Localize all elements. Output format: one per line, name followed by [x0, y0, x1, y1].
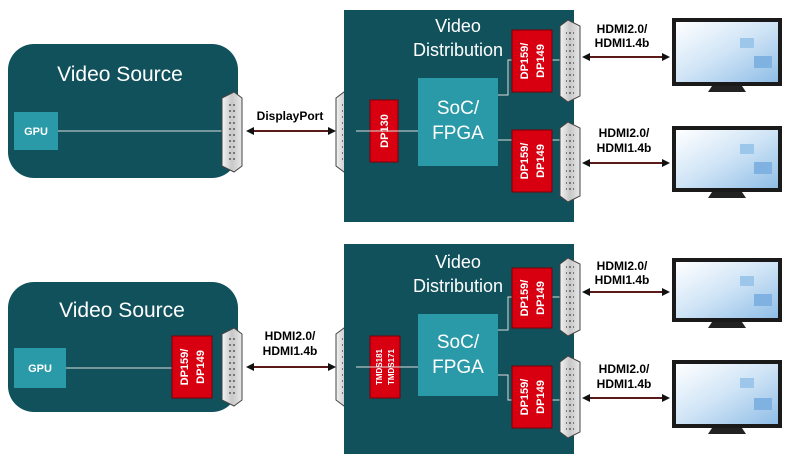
- output-connector-4-icon: [559, 355, 581, 439]
- output-3-label-line2: HDMI1.4b: [595, 273, 650, 287]
- output-chip-4: [511, 365, 553, 429]
- gpu-chip: [14, 112, 58, 150]
- output-2-label-line1: HDMI2.0/: [599, 126, 650, 140]
- soc-2-line1: SoC/: [437, 332, 480, 353]
- output-chip-3-line2: DP149: [535, 281, 547, 315]
- output-chip-2-line2: DP149: [535, 144, 547, 178]
- diagram-top: Video Source GPU DisplayPort Video Distr…: [8, 10, 782, 222]
- soc-2-line2: FPGA: [432, 357, 484, 378]
- gpu-label: GPU: [24, 126, 48, 138]
- soc-label-line1: SoC/: [437, 98, 480, 119]
- monitor-2-icon: [672, 126, 782, 198]
- video-source-title-2: Video Source: [59, 299, 185, 322]
- distribution-title-2-line2: Distribution: [413, 276, 503, 296]
- monitor-1-icon: [672, 18, 782, 92]
- gpu-label-2: GPU: [28, 363, 52, 375]
- output-chip-2-line1: DP159/: [519, 143, 531, 180]
- output-chip-3: [511, 267, 553, 329]
- link-label-2-line1: HDMI2.0/: [265, 329, 316, 343]
- distribution-title-line1: Video: [435, 16, 481, 36]
- output-chip-3-line1: DP159/: [519, 280, 531, 317]
- monitor-4-icon: [672, 360, 782, 434]
- link-label: DisplayPort: [257, 109, 324, 123]
- output-3-label-line1: HDMI2.0/: [597, 259, 648, 273]
- output-4-label-line2: HDMI1.4b: [597, 377, 652, 391]
- source-connector-2-icon: [221, 327, 243, 407]
- video-source-title: Video Source: [57, 63, 183, 86]
- source-retimer-line1: DP159/: [179, 349, 191, 386]
- output-chip-4-line1: DP159/: [519, 379, 531, 416]
- source-retimer-chip: [171, 335, 213, 399]
- gpu-chip-2: [14, 348, 66, 388]
- output-2-label-line2: HDMI1.4b: [597, 141, 652, 155]
- output-chip-1-line1: DP159/: [519, 43, 531, 80]
- soc-label-line2: FPGA: [432, 123, 484, 144]
- source-retimer-line2: DP149: [195, 350, 207, 384]
- soc-fpga-block-2: [418, 314, 498, 396]
- output-chip-2: [511, 129, 553, 193]
- output-chip-4-line2: DP149: [535, 380, 547, 414]
- soc-fpga-block: [418, 78, 498, 166]
- diagram-bottom: Video Source GPU DP159/ DP149 HDMI2.0/ H…: [8, 244, 782, 454]
- video-source-box: [8, 44, 238, 178]
- output-connector-3-icon: [559, 257, 581, 337]
- output-1-label-line2: HDMI1.4b: [595, 36, 650, 50]
- output-4-label-line1: HDMI2.0/: [599, 362, 650, 376]
- distribution-title-2-line1: Video: [435, 252, 481, 272]
- output-connector-1-icon: [559, 19, 581, 103]
- output-1-label-line1: HDMI2.0/: [597, 22, 648, 36]
- link-label-2-line2: HDMI1.4b: [263, 344, 318, 358]
- source-connector-icon: [221, 91, 243, 173]
- output-connector-2-icon: [559, 121, 581, 203]
- distribution-title-line2: Distribution: [413, 40, 503, 60]
- output-chip-1-line2: DP149: [535, 44, 547, 78]
- output-chip-1: [511, 29, 553, 93]
- monitor-3-icon: [672, 258, 782, 328]
- soc-to-out1-line: [498, 59, 562, 96]
